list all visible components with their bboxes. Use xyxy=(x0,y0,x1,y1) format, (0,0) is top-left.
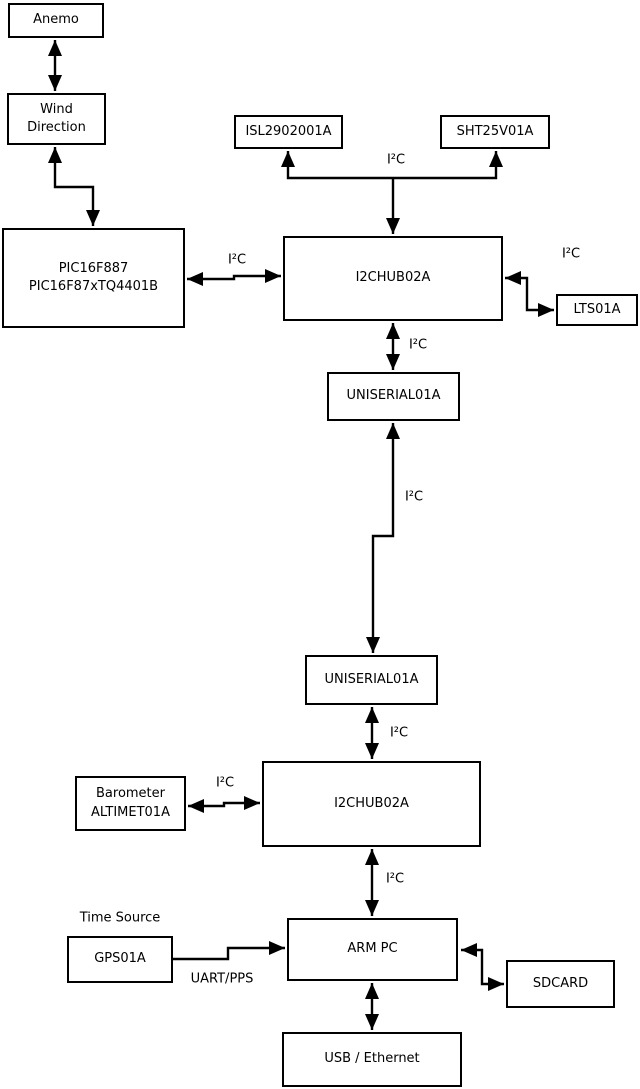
node-sht25v01a: SHT25V01A xyxy=(440,115,550,149)
node-usb-ethernet: USB / Ethernet xyxy=(282,1032,462,1087)
connector-wind-pic xyxy=(48,147,100,226)
node-isl2902001a-label: ISL2902001A xyxy=(245,123,332,139)
node-pic16f887-label-line1: PIC16F887 xyxy=(58,260,129,276)
node-uniserial01a-upper-label: UNISERIAL01A xyxy=(346,388,441,404)
edge-label-i2c-uni1-uni2: I²C xyxy=(403,489,425,505)
node-lts01a: LTS01A xyxy=(556,294,638,326)
node-uniserial01a-lower: UNISERIAL01A xyxy=(305,655,438,705)
edge-label-i2c-uni2-hub2: I²C xyxy=(388,725,410,741)
node-barometer-label-line1: Barometer xyxy=(96,786,165,802)
node-sht25v01a-label: SHT25V01A xyxy=(456,123,534,139)
connector-arm-sdcard xyxy=(461,943,504,991)
connector-gps-arm-uart xyxy=(173,941,285,961)
node-barometer-altimet01a: Barometer ALTIMET01A xyxy=(75,776,186,831)
node-barometer-label-line2: ALTIMET01A xyxy=(91,804,170,820)
node-pic16f887-label-line2: PIC16F87xTQ4401B xyxy=(28,279,159,294)
edge-label-i2c-hub2-arm: I²C xyxy=(384,871,406,887)
edge-label-uart-pps: UART/PPS xyxy=(189,971,255,987)
node-gps01a: GPS01A xyxy=(67,936,173,983)
node-sdcard-label: SDCARD xyxy=(532,975,589,991)
node-i2chub02a-upper-label: I2CHUB02A xyxy=(355,270,431,286)
node-usb-ethernet-label: USB / Ethernet xyxy=(324,1051,420,1067)
edge-label-i2c-pic-hub1: I²C xyxy=(226,252,248,268)
connector-baro-hub2-i2c xyxy=(188,796,260,813)
node-uniserial01a-upper: UNISERIAL01A xyxy=(327,372,460,421)
node-wind-direction-label-line2: Direction xyxy=(27,120,86,135)
connector-uni1-uni2-i2c xyxy=(366,423,400,653)
node-anemo-label: Anemo xyxy=(33,12,79,28)
edge-label-i2c-hub1-uni1: I²C xyxy=(407,337,429,353)
edge-label-i2c-isl-sht: I²C xyxy=(385,152,407,168)
edge-label-time-source: Time Source xyxy=(78,910,162,926)
node-isl2902001a: ISL2902001A xyxy=(234,115,343,149)
node-i2chub02a-lower: I2CHUB02A xyxy=(262,761,481,847)
node-anemo: Anemo xyxy=(8,3,104,38)
node-lts01a-label: LTS01A xyxy=(573,301,621,317)
connector-pic-hub1-i2c xyxy=(187,269,281,286)
connector-hub1-lts-i2c xyxy=(505,271,554,317)
node-arm-pc: ARM PC xyxy=(287,918,458,981)
node-arm-pc-label: ARM PC xyxy=(347,941,398,957)
edge-label-i2c-hub1-lts: I²C xyxy=(560,246,582,262)
edge-label-i2c-baro-hub2: I²C xyxy=(214,775,236,791)
node-uniserial01a-lower-label: UNISERIAL01A xyxy=(324,671,419,687)
node-gps01a-label: GPS01A xyxy=(94,951,146,967)
node-wind-direction: Wind Direction xyxy=(7,93,106,145)
node-pic16f887: PIC16F887 PIC16F87xTQ4401B xyxy=(2,228,185,328)
node-i2chub02a-lower-label: I2CHUB02A xyxy=(334,795,409,811)
node-i2chub02a-upper: I2CHUB02A xyxy=(283,236,503,321)
node-wind-direction-label-line1: Wind xyxy=(40,101,73,117)
node-sdcard: SDCARD xyxy=(506,960,615,1008)
